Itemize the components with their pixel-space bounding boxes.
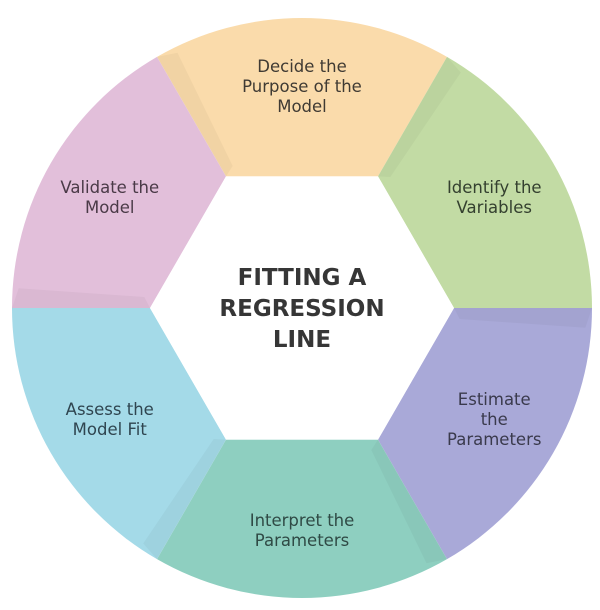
center-title: FITTING A REGRESSION LINE xyxy=(219,265,384,353)
segment-validate-model xyxy=(12,56,226,309)
segment-assess-model-fit xyxy=(12,308,226,560)
label-line: Purpose of the xyxy=(242,77,362,96)
segment-decide-purpose xyxy=(157,17,447,177)
label-line: Assess the xyxy=(66,400,154,419)
label-line: Model xyxy=(85,198,135,217)
label-line: Model xyxy=(277,97,327,116)
label-line: Parameters xyxy=(255,531,349,550)
center-hexagon xyxy=(150,176,454,440)
label-line: Interpret the xyxy=(250,511,355,530)
label-line: Model Fit xyxy=(73,420,148,439)
label-line: Identify the xyxy=(447,178,542,197)
label-line: Variables xyxy=(457,198,532,217)
cycle-segments xyxy=(12,17,592,598)
center-title-line: FITTING A xyxy=(238,265,367,291)
label-line: Validate the xyxy=(60,178,159,197)
segment-estimate-parameters xyxy=(378,308,592,560)
center-title-line: REGRESSION xyxy=(219,296,384,322)
label-line: Estimate xyxy=(458,390,531,409)
label-line: Decide the xyxy=(257,57,346,76)
label-line: Parameters xyxy=(447,430,541,449)
label-line: the xyxy=(481,410,508,429)
segment-interpret-parameters xyxy=(157,439,447,598)
segment-identify-variables xyxy=(378,56,592,309)
center-title-line: LINE xyxy=(273,327,331,353)
